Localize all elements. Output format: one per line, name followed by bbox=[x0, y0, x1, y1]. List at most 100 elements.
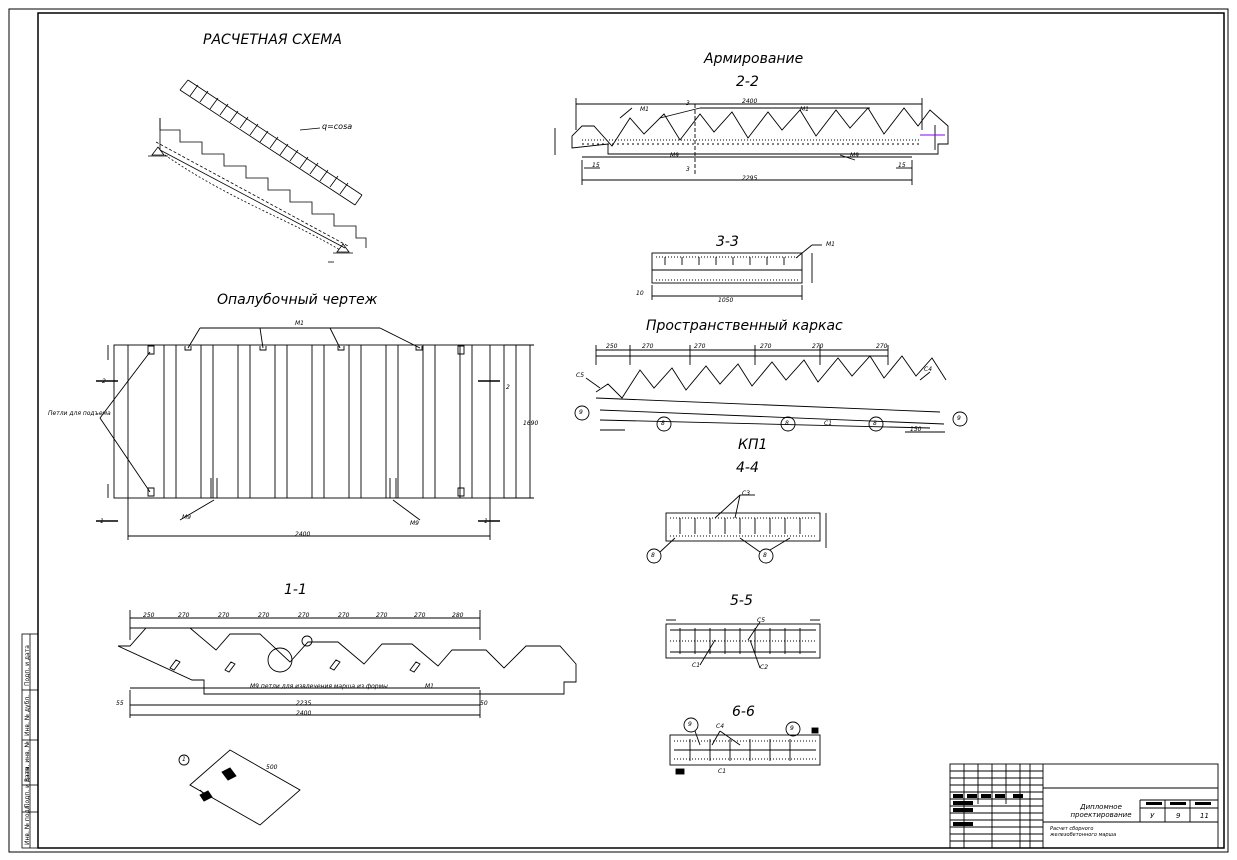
title-spatial-frame: Пространственный каркас bbox=[646, 318, 843, 334]
m1-label-section: М1 bbox=[425, 683, 434, 690]
section-4-4 bbox=[646, 494, 827, 564]
dim-2400-section: 2400 bbox=[296, 710, 312, 717]
dim-250-frame: 250 bbox=[606, 343, 618, 350]
dim-150: 150 bbox=[910, 426, 922, 433]
callout-8-44b: 8 bbox=[763, 552, 767, 559]
section-mark-1-left: 1 bbox=[100, 518, 104, 525]
dim-270-a: 270 bbox=[178, 612, 190, 619]
m9-note: М9 петли для извлечения марша из формы bbox=[250, 683, 388, 690]
dim-270-f: 270 bbox=[376, 612, 388, 619]
dim-270-frame-e: 270 bbox=[876, 343, 888, 350]
dim-270-e: 270 bbox=[338, 612, 350, 619]
dim-2235: 2235 bbox=[296, 700, 312, 707]
m9-label-22a: М9 bbox=[670, 152, 679, 159]
title-block-letter: У bbox=[1150, 812, 1155, 820]
c1-label: С1 bbox=[824, 420, 833, 427]
section-mark-2-right: 2 bbox=[506, 384, 510, 391]
dim-15-left: 15 bbox=[592, 162, 600, 169]
section-mark-2-left: 2 bbox=[102, 378, 106, 385]
m1-label-33: М1 bbox=[826, 241, 835, 248]
title-block-sheet-no: 9 bbox=[1176, 812, 1181, 820]
c1-label-66: С1 bbox=[718, 768, 727, 775]
m1-label-22b: М1 bbox=[800, 106, 809, 113]
title-block-sheets-total: 11 bbox=[1200, 812, 1209, 820]
dim-50: 50 bbox=[480, 700, 488, 707]
callout-9-66a: 9 bbox=[688, 721, 692, 728]
design-scheme bbox=[148, 79, 367, 263]
m9-label-left: М9 bbox=[182, 514, 191, 521]
section-5-5 bbox=[665, 619, 821, 669]
dim-270-b: 270 bbox=[218, 612, 230, 619]
m9-label-right: М9 bbox=[410, 520, 419, 527]
section-6-6 bbox=[669, 717, 821, 775]
title-kp1: КП1 bbox=[738, 437, 768, 453]
callout-9-left: 9 bbox=[579, 409, 583, 416]
dim-2400-plan: 2400 bbox=[295, 531, 311, 538]
title-block-drawing-name: Расчет сборного железобетонного марша bbox=[1050, 826, 1117, 838]
dim-15-right: 15 bbox=[898, 162, 906, 169]
dim-1050: 1050 bbox=[718, 297, 734, 304]
dim-250: 250 bbox=[143, 612, 155, 619]
m1-label-22a: М1 bbox=[640, 106, 649, 113]
dim-270-frame-a: 270 bbox=[642, 343, 654, 350]
spatial-frame bbox=[574, 345, 968, 433]
sheet-outer-border bbox=[8, 8, 1229, 853]
detail-callout-1: 1 bbox=[182, 756, 186, 763]
c5-label-55: С5 bbox=[757, 617, 766, 624]
m1-label-plan: М1 bbox=[295, 320, 304, 327]
c3-label: С3 bbox=[742, 490, 751, 497]
side-stamp-podp-data-2: Подп. и дата bbox=[24, 645, 31, 686]
dim-270-frame-b: 270 bbox=[694, 343, 706, 350]
section-2-2 bbox=[554, 98, 949, 185]
title-block bbox=[949, 763, 1219, 849]
side-stamp-boxes bbox=[21, 633, 39, 849]
callout-8-a: 8 bbox=[661, 420, 665, 427]
section-title-4-4: 4-4 bbox=[736, 460, 759, 476]
section-3-3 bbox=[651, 244, 822, 300]
side-stamp-inv-dubl: Инв. № дубл. bbox=[24, 694, 31, 736]
section-title-3-3: 3-3 bbox=[716, 234, 739, 250]
dim-10: 10 bbox=[636, 290, 644, 297]
m9-label-22b: М9 bbox=[850, 152, 859, 159]
load-label: q=cosa bbox=[322, 122, 353, 131]
title-formwork: Опалубочный чертеж bbox=[217, 292, 378, 308]
dim-270-frame-c: 270 bbox=[760, 343, 772, 350]
dim-280: 280 bbox=[452, 612, 464, 619]
dim-270-c: 270 bbox=[258, 612, 270, 619]
section-title-6-6: 6-6 bbox=[732, 704, 755, 720]
dim-2400-22: 2400 bbox=[742, 98, 758, 105]
callout-8-b: 8 bbox=[785, 420, 789, 427]
side-stamp-inv-podl: Инв. № подл. bbox=[24, 803, 31, 845]
section-mark-1-right: 1 bbox=[484, 518, 488, 525]
dim-2295: 2295 bbox=[742, 175, 758, 182]
detail-1 bbox=[178, 749, 301, 826]
callout-9-right: 9 bbox=[957, 415, 961, 422]
dim-270-g: 270 bbox=[414, 612, 426, 619]
section-title-5-5: 5-5 bbox=[730, 593, 753, 609]
dim-1690: 1690 bbox=[523, 420, 539, 427]
dim-270-d: 270 bbox=[298, 612, 310, 619]
side-stamp-vzam-inv: Взам. инв. № bbox=[24, 741, 31, 782]
c4-label: С4 bbox=[924, 366, 933, 373]
sheet-inner-border bbox=[37, 12, 1225, 849]
title-reinforcement: Армирование bbox=[704, 51, 804, 67]
c1-label-55: С1 bbox=[692, 662, 701, 669]
title-design-scheme: РАСЧЕТНАЯ СХЕМА bbox=[203, 32, 342, 48]
callout-8-c: 8 bbox=[873, 420, 877, 427]
callout-8-44a: 8 bbox=[651, 552, 655, 559]
section-title-2-2: 2-2 bbox=[736, 74, 759, 90]
c5-label: С5 bbox=[576, 372, 585, 379]
dim-270-frame-d: 270 bbox=[812, 343, 824, 350]
section-title-1-1: 1-1 bbox=[284, 582, 307, 598]
title-block-project-type: Дипломное проектирование bbox=[1070, 803, 1132, 819]
callout-9-66b: 9 bbox=[790, 725, 794, 732]
dim-55: 55 bbox=[116, 700, 124, 707]
section-1-1 bbox=[117, 610, 577, 718]
section-mark-3-top: 3 bbox=[686, 100, 690, 107]
formwork-plan bbox=[96, 327, 534, 540]
lifting-loops-label: Петли для подъема bbox=[48, 410, 111, 417]
c4-label-66: С4 bbox=[716, 723, 725, 730]
section-mark-3-bot: 3 bbox=[686, 166, 690, 173]
